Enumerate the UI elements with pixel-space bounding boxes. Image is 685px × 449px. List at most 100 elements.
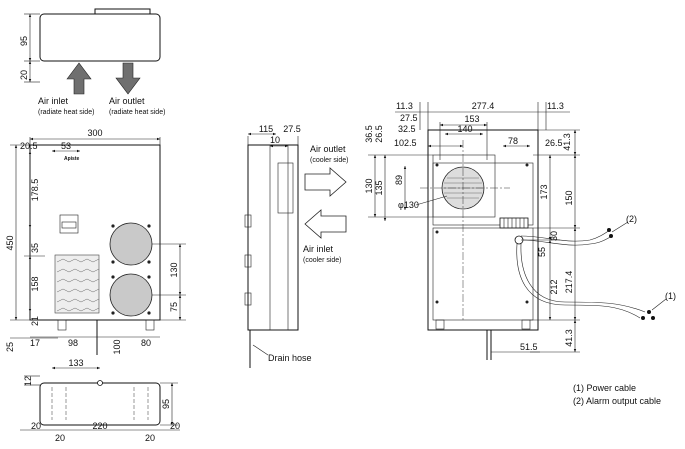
side-view: 115 27.5 10 Drain hose (244, 124, 312, 368)
side-view-flange (269, 144, 289, 331)
dim-front-width: 300 (87, 128, 102, 138)
label-air-inlet-radiate-sub: (radiate heat side) (38, 109, 94, 116)
dim-rear-55: 55 (537, 247, 547, 257)
top-view-body (39, 13, 161, 62)
alarm-cable (520, 235, 613, 246)
dim-rear-41-3-t: 41.3 (562, 133, 572, 151)
dim-front-75: 75 (169, 302, 179, 312)
label-air-inlet-radiate: Air inlet (38, 96, 69, 106)
bottom-drain-port (97, 380, 103, 386)
dim-rear-140: 140 (457, 124, 472, 134)
top-view: 95 20 (19, 8, 161, 83)
dim-front-158: 158 (30, 276, 40, 291)
dim-front-80: 80 (141, 338, 151, 348)
dim-front-450: 450 (5, 235, 15, 250)
dim-bottom-95: 95 (161, 399, 171, 409)
dim-rear-78: 78 (508, 136, 518, 146)
dim-front-130: 130 (169, 262, 179, 277)
side-view-outlet-box (277, 162, 294, 214)
front-panel (59, 214, 79, 234)
callout-1: (1) (665, 291, 676, 301)
dim-rear-153: 153 (464, 114, 479, 124)
dim-front-100: 100 (112, 339, 122, 354)
foot-left (57, 319, 67, 331)
dim-rear-26-5-l: 26.5 (374, 125, 384, 143)
front-grille (54, 254, 100, 314)
air-outlet-down-arrow-icon (115, 62, 141, 95)
dim-front-178-5: 178.5 (30, 179, 40, 202)
callout-2: (2) (626, 214, 637, 224)
rear-view-body (427, 129, 539, 331)
bottom-view: 133 12 95 20 20 220 20 20 (20, 358, 180, 443)
airflow-radiate: Air inlet (radiate heat side) Air outlet… (38, 62, 165, 116)
dim-rear-41-3-b: 41.3 (564, 329, 574, 347)
label-air-outlet-cooler: Air outlet (310, 144, 346, 154)
label-air-outlet-radiate: Air outlet (109, 96, 145, 106)
rear-lower-plate (432, 227, 534, 321)
dim-front-25: 25 (5, 342, 15, 352)
dim-rear-217-4: 217.4 (564, 271, 574, 294)
power-cable (516, 243, 641, 319)
dim-side-27-5: 27.5 (283, 124, 301, 134)
rear-view: (1) (2) 11.3 277.4 11.3 153 27.5 140 32.… (364, 101, 676, 360)
cable-notes: (1) Power cable (2) Alarm output cable (573, 383, 661, 406)
dim-rear-277-4: 277.4 (472, 101, 495, 111)
front-view: 300 20.5 53 Apiste (5, 128, 186, 355)
dim-bottom-220: 220 (92, 421, 107, 431)
air-outlet-right-arrow-icon (304, 167, 347, 197)
dim-rear-212: 212 (549, 279, 559, 294)
dim-rear-11-3-l: 11.3 (396, 101, 413, 111)
dim-side-10: 10 (270, 135, 280, 145)
dim-rear-89: 89 (394, 175, 404, 185)
dim-front-20-5: 20.5 (20, 141, 38, 151)
front-view-body (29, 144, 161, 321)
dim-rear-51-5: 51.5 (520, 342, 538, 352)
airflow-cooler: Air outlet (cooler side) Air inlet (cool… (303, 144, 349, 264)
dim-bottom-20-a: 20 (31, 421, 41, 431)
label-air-outlet-radiate-sub: (radiate heat side) (109, 109, 165, 116)
fan-lower-icon (109, 273, 153, 317)
dim-bottom-20-b: 20 (55, 433, 65, 443)
dim-bottom-20-d: 20 (170, 421, 180, 431)
dim-front-21: 21 (30, 316, 40, 326)
label-air-inlet-cooler: Air inlet (303, 244, 334, 254)
dim-top-offset: 20 (19, 70, 29, 80)
top-view-cap (94, 8, 151, 15)
air-inlet-left-arrow-icon (304, 209, 347, 239)
brand-logo-text: Apiste (64, 156, 80, 162)
label-air-inlet-cooler-sub: (cooler side) (303, 257, 342, 264)
dim-rear-32-5: 32.5 (398, 124, 416, 134)
dim-rear-27-5: 27.5 (400, 113, 418, 123)
label-air-outlet-cooler-sub: (cooler side) (310, 157, 349, 164)
dim-rear-173: 173 (539, 184, 549, 199)
label-drain-hose: Drain hose (268, 353, 312, 363)
rear-fan-frame (432, 154, 496, 218)
side-view-body (247, 144, 299, 331)
bottom-view-body (39, 382, 161, 426)
dim-front-17: 17 (30, 338, 40, 348)
dim-rear-26-5-r: 26.5 (545, 138, 563, 148)
display-window (61, 221, 77, 229)
air-inlet-up-arrow-icon (66, 62, 92, 95)
dim-bottom-133: 133 (68, 358, 83, 368)
dim-bottom-12: 12 (23, 376, 33, 386)
dim-front-53: 53 (61, 141, 71, 151)
dim-top-height: 95 (19, 36, 29, 46)
dim-bottom-20-c: 20 (145, 433, 155, 443)
dim-rear-11-3-r: 11.3 (547, 101, 564, 111)
fan-upper-icon (109, 222, 153, 266)
dim-front-35: 35 (30, 243, 40, 253)
foot-right (145, 319, 155, 331)
note-power-cable: (1) Power cable (573, 383, 636, 393)
dim-rear-130: 130 (364, 178, 374, 193)
dim-rear-135: 135 (374, 180, 384, 195)
dim-rear-102-5: 102.5 (394, 138, 417, 148)
dim-rear-150: 150 (564, 190, 574, 205)
dim-rear-30: 30 (549, 231, 559, 241)
dim-side-115: 115 (259, 124, 273, 134)
note-alarm-cable: (2) Alarm output cable (573, 396, 661, 406)
dim-rear-36-5: 36.5 (364, 125, 374, 143)
dim-rear-dia-130: φ130 (398, 200, 419, 210)
dim-front-98: 98 (68, 338, 78, 348)
